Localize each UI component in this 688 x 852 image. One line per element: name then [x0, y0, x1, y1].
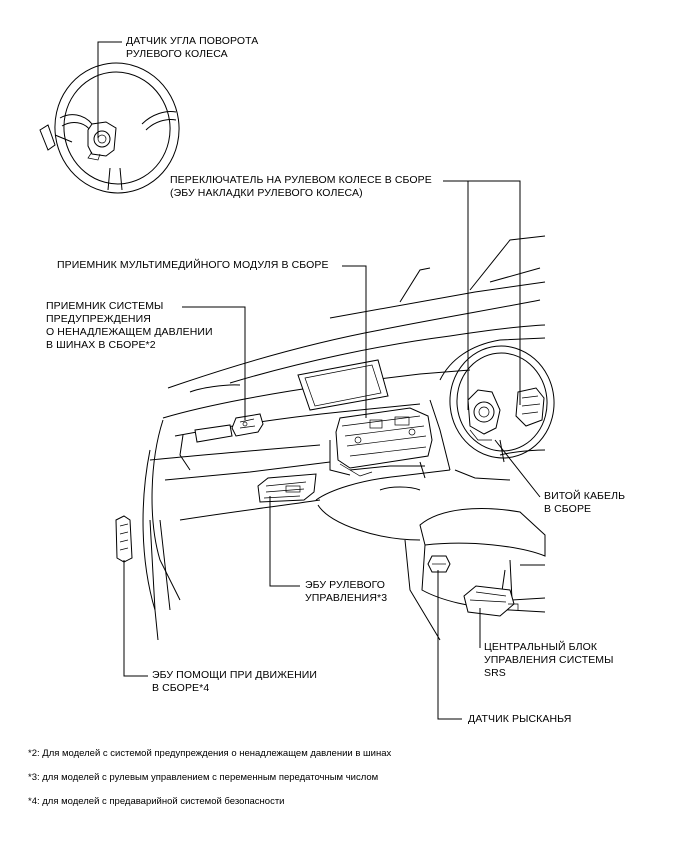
footnote-3: *3: для моделей с рулевым управлением с … [28, 772, 379, 783]
steering-wheel-detail [39, 62, 180, 194]
label-multimedia-receiver: ПРИЕМНИК МУЛЬТИМЕДИЙНОГО МОДУЛЯ В СБОРЕ [57, 259, 329, 271]
label-tpms-receiver: ПРИЕМНИК СИСТЕМЫ ПРЕДУПРЕЖДЕНИЯ О НЕНАДЛ… [46, 300, 213, 351]
label-steering-angle-sensor: ДАТЧИК УГЛА ПОВОРОТА РУЛЕВОГО КОЛЕСА [126, 35, 259, 60]
yaw-rate-sensor-part [427, 555, 451, 573]
driving-support-ecu-part [115, 515, 133, 563]
tpms-receiver-part [231, 413, 264, 437]
label-driving-support-ecu: ЭБУ ПОМОЩИ ПРИ ДВИЖЕНИИ В СБОРЕ*4 [152, 669, 318, 694]
steering-ecu-part [257, 473, 317, 503]
label-spiral-cable: ВИТОЙ КАБЕЛЬ В СБОРЕ [544, 490, 626, 515]
steering-wheel-installed [449, 345, 555, 463]
footnote-2: *2: Для моделей с системой предупреждени… [28, 748, 392, 759]
label-yaw-rate-sensor: ДАТЧИК РЫСКАНЬЯ [468, 713, 572, 725]
multimedia-receiver-part [335, 407, 433, 477]
srs-ecu-part [463, 585, 519, 617]
label-steering-ecu: ЭБУ РУЛЕВОГО УПРАВЛЕНИЯ*3 [305, 579, 388, 604]
leader-lines [97, 41, 541, 720]
label-steering-pad-switch: ПЕРЕКЛЮЧАТЕЛЬ НА РУЛЕВОМ КОЛЕСЕ В СБОРЕ … [170, 174, 432, 199]
footnote-4: *4: для моделей с предаварийной системой… [28, 796, 285, 807]
label-srs-ecu: ЦЕНТРАЛЬНЫЙ БЛОК УПРАВЛЕНИЯ СИСТЕМЫ SRS [484, 641, 614, 679]
